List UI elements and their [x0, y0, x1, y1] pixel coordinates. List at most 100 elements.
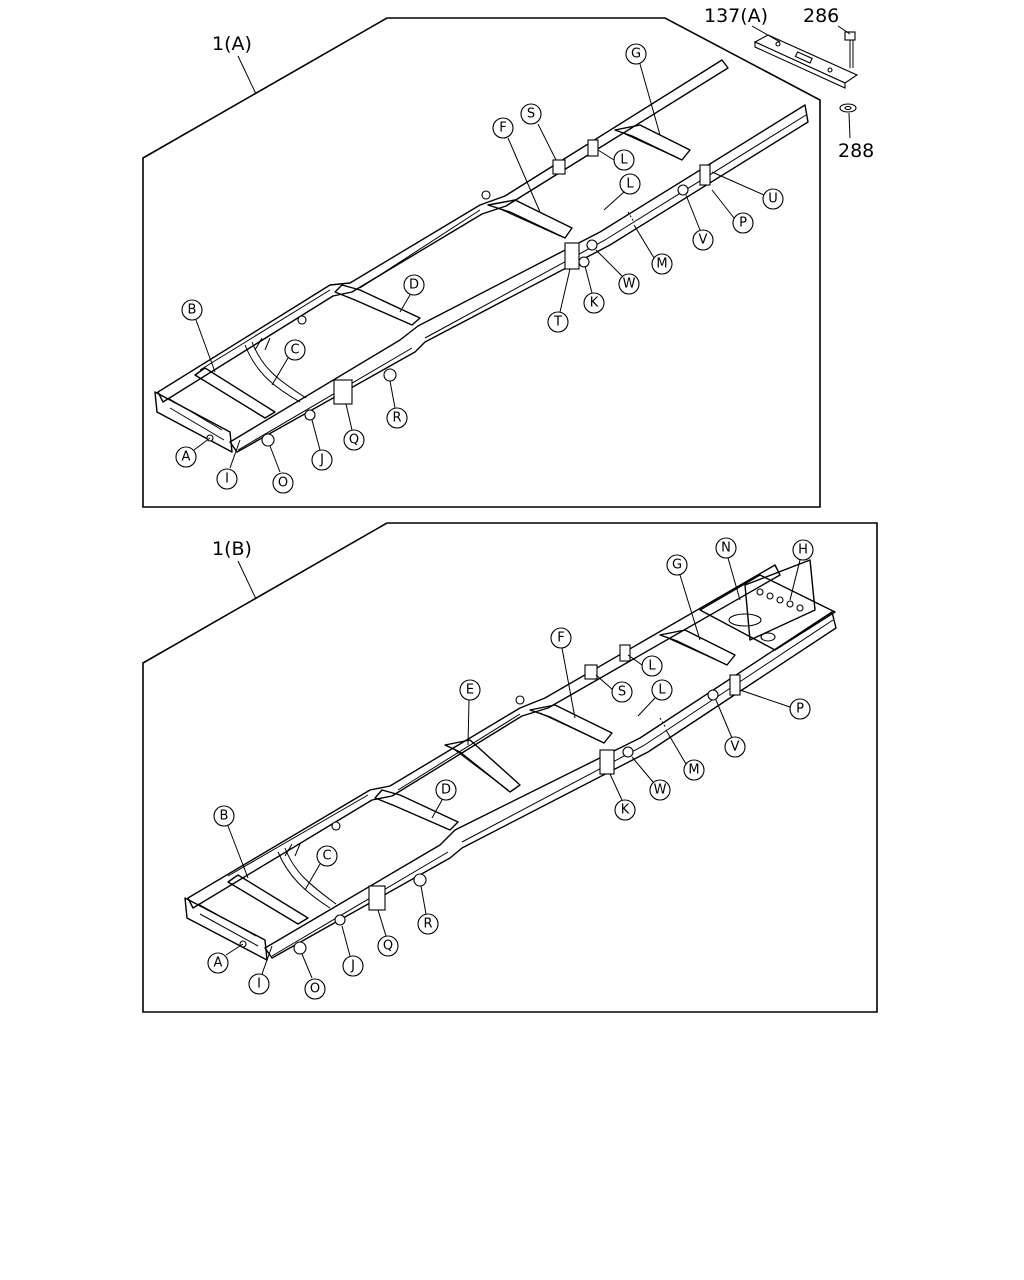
svg-text:L: L: [620, 153, 628, 168]
svg-text:B: B: [188, 303, 197, 318]
svg-text:O: O: [278, 476, 288, 491]
callout-g-a: G: [625, 43, 661, 136]
cross-member-d-b: [374, 789, 459, 831]
callout-v-b: V: [715, 699, 746, 758]
chassis-frame-b: [184, 559, 837, 961]
svg-text:V: V: [731, 740, 740, 755]
svg-text:V: V: [699, 233, 708, 248]
svg-text:G: G: [672, 558, 682, 573]
cross-member-g-b: [659, 629, 736, 666]
callout-q-a: Q: [343, 403, 365, 451]
callout-p-a: P: [711, 189, 754, 234]
svg-text:K: K: [590, 296, 599, 311]
svg-text:A: A: [182, 450, 191, 465]
svg-text:W: W: [623, 277, 636, 292]
bracket-o-b: [293, 941, 307, 955]
cross-member-e-b: [444, 739, 521, 793]
bracket-l-b: [619, 644, 631, 662]
callout-l2-b: L: [637, 679, 673, 717]
callout-i-a: I: [216, 439, 241, 490]
bracket-k-b: [599, 749, 615, 775]
callout-v-a: V: [685, 194, 714, 251]
svg-text:P: P: [796, 702, 804, 717]
svg-text:F: F: [557, 631, 564, 646]
callout-l1-b: L: [627, 654, 663, 677]
svg-text:H: H: [798, 543, 808, 558]
callout-b-b: B: [213, 805, 249, 879]
svg-text:W: W: [654, 783, 667, 798]
left-rail-b: [187, 564, 781, 909]
bracket-q-b: [368, 885, 386, 911]
callout-j-b: J: [341, 925, 364, 977]
panel-a-title: 1(A): [212, 33, 252, 55]
bracket-r-b: [413, 873, 427, 887]
callout-s-a: S: [520, 103, 557, 161]
callout-a-a: A: [175, 437, 211, 468]
bracket-w-a: [586, 239, 598, 251]
callout-e-b: E: [459, 679, 481, 746]
svg-text:S: S: [618, 685, 626, 700]
panel-a-outline: [142, 17, 821, 508]
svg-text:Q: Q: [383, 939, 393, 954]
callout-f-a: F: [492, 117, 541, 213]
callout-g-b: G: [666, 554, 701, 641]
cross-member-d-a: [334, 284, 421, 326]
callout-u-a: U: [711, 171, 784, 210]
callout-m-a: M: [633, 224, 673, 275]
panel-a: 1(A): [142, 5, 874, 508]
callout-w-b: W: [631, 756, 671, 801]
bracket-v-b: [707, 689, 719, 701]
bracket-v-a: [677, 184, 689, 196]
callout-r-b: R: [417, 885, 439, 935]
svg-text:I: I: [257, 977, 261, 992]
part-137-label: 137(A): [704, 5, 768, 27]
svg-text:R: R: [423, 917, 432, 932]
cross-member-b-b: [227, 874, 309, 925]
callout-a-b: A: [207, 943, 244, 974]
bracket-u-a: [699, 164, 711, 186]
svg-text:I: I: [225, 472, 229, 487]
callout-f-b: F: [550, 627, 576, 719]
svg-text:U: U: [768, 192, 778, 207]
svg-text:O: O: [310, 982, 320, 997]
svg-text:C: C: [322, 849, 331, 864]
panel-a-title-leader: [237, 55, 257, 95]
cross-tube-c-b: [277, 847, 337, 909]
callout-m-b: M: [665, 729, 705, 781]
panel-b: 1(B): [142, 522, 878, 1013]
callout-h-b: H: [789, 539, 814, 601]
svg-text:C: C: [290, 343, 299, 358]
left-rail-a: [157, 59, 729, 403]
callout-r-a: R: [386, 380, 408, 429]
callout-i-b: I: [248, 945, 273, 995]
callout-o-a: O: [269, 445, 294, 494]
bracket-j-a: [304, 409, 316, 421]
svg-text:P: P: [739, 216, 747, 231]
callout-b-a: B: [181, 299, 216, 373]
bracket-t-a: [564, 242, 580, 270]
svg-text:N: N: [721, 541, 731, 556]
bracket-r-a: [383, 368, 397, 382]
front-bumper-b: [184, 897, 268, 961]
svg-text:D: D: [409, 278, 419, 293]
bracket-k-a: [578, 256, 590, 268]
rear-cross-member-h-b: [744, 559, 816, 641]
svg-text:F: F: [499, 121, 506, 136]
callout-d-b: D: [431, 779, 457, 819]
panel-b-title-leader: [237, 560, 257, 600]
part-288-label: 288: [838, 140, 874, 162]
svg-text:J: J: [319, 453, 324, 468]
svg-text:Q: Q: [349, 433, 359, 448]
front-cross-member-a: [167, 397, 225, 441]
svg-text:T: T: [553, 315, 562, 330]
cross-member-f-b: [529, 704, 613, 744]
callout-q-b: Q: [377, 909, 399, 957]
callout-o-b: O: [301, 953, 326, 1000]
bracket-j-b: [334, 914, 346, 926]
callout-j-a: J: [311, 419, 333, 471]
callout-c-a: C: [271, 339, 306, 386]
callout-n-b: N: [715, 537, 741, 601]
cross-member-f-a: [487, 199, 573, 239]
svg-text:S: S: [527, 107, 535, 122]
bracket-l-a: [587, 139, 599, 157]
